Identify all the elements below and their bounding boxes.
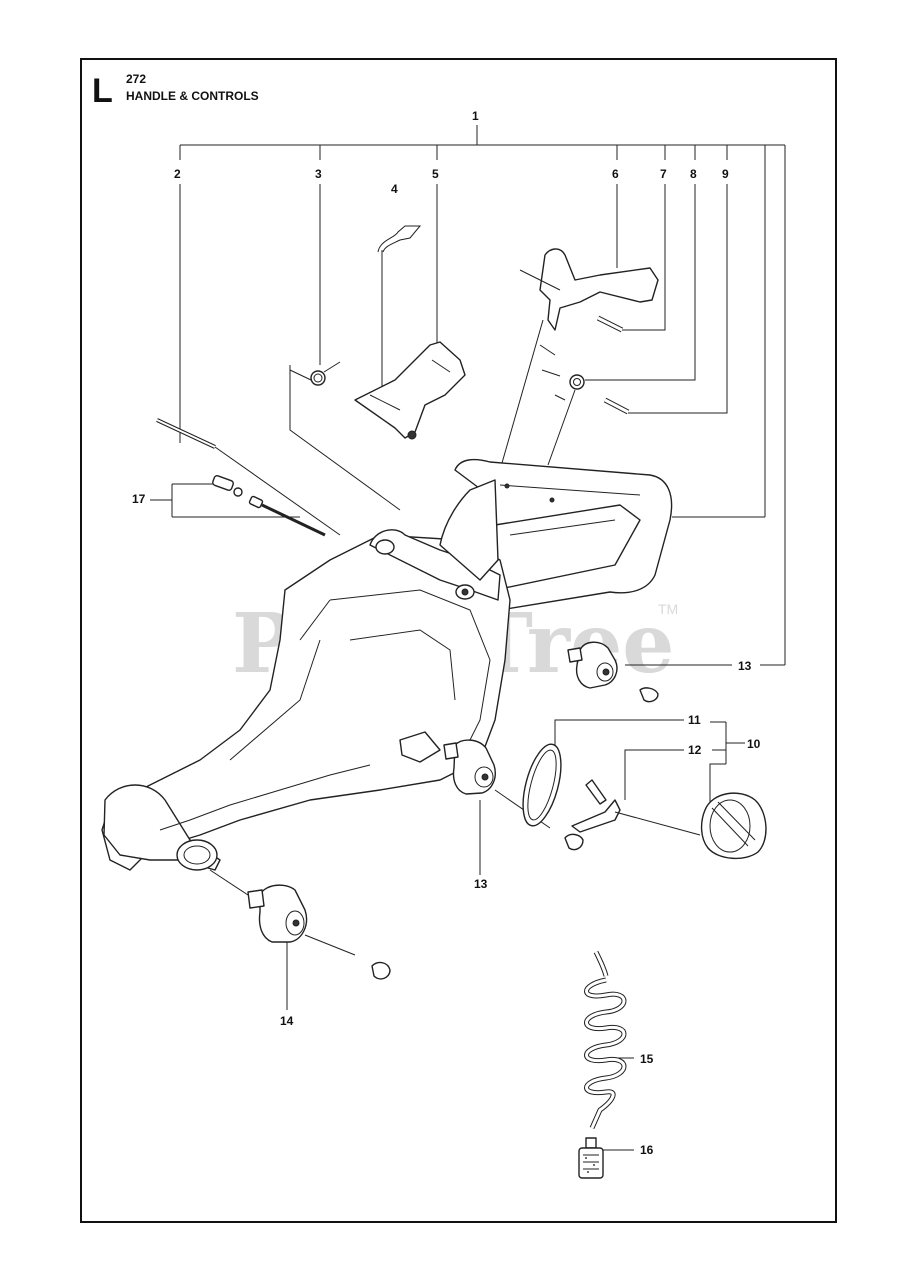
callout-6: 6 (612, 167, 619, 181)
section-letter: L (92, 72, 113, 110)
callout-1: 1 (472, 109, 479, 123)
part-17-fittings (212, 475, 326, 537)
part-1-handle-housing (101, 458, 673, 871)
part-11-o-ring (522, 743, 562, 827)
callout-13-lower: 13 (474, 877, 488, 891)
callout-3: 3 (315, 167, 322, 181)
part-5-trigger (354, 341, 466, 440)
part-3-spring (289, 361, 401, 511)
watermark-trademark: TM (658, 601, 678, 617)
callout-8: 8 (690, 167, 697, 181)
callout-10: 10 (747, 737, 761, 751)
callout-2: 2 (174, 167, 181, 181)
callout-17: 17 (132, 492, 146, 506)
callout-13-upper: 13 (738, 659, 752, 673)
part-4-clip (377, 225, 422, 253)
part-13-av-mount-lower (443, 739, 584, 851)
part-7-pin (596, 315, 624, 333)
callout-16: 16 (640, 1143, 654, 1157)
diagram-frame (80, 58, 837, 1223)
callout-7: 7 (660, 167, 667, 181)
callout-14: 14 (280, 1014, 294, 1028)
callout-4: 4 (391, 182, 398, 196)
callout-12: 12 (688, 743, 702, 757)
part-14-av-mount (209, 869, 391, 980)
leader-lines (150, 184, 785, 1151)
part-16-fuel-filter (578, 1137, 604, 1179)
part-10-fuel-cap (571, 779, 767, 859)
callout-9: 9 (722, 167, 729, 181)
part-6-lockout (519, 248, 659, 331)
part-9-pin (539, 344, 630, 415)
part-8-spring (541, 369, 585, 390)
section-title: HANDLE & CONTROLS (126, 89, 259, 103)
part-15-fuel-hose (584, 950, 627, 1130)
model-number: 272 (126, 72, 146, 86)
callout-15: 15 (640, 1052, 654, 1066)
callout-5: 5 (432, 167, 439, 181)
part-13-av-mount-upper (567, 641, 659, 703)
part-2-rod (156, 418, 341, 536)
callout-11: 11 (688, 713, 701, 727)
bracket-1 (179, 125, 786, 665)
